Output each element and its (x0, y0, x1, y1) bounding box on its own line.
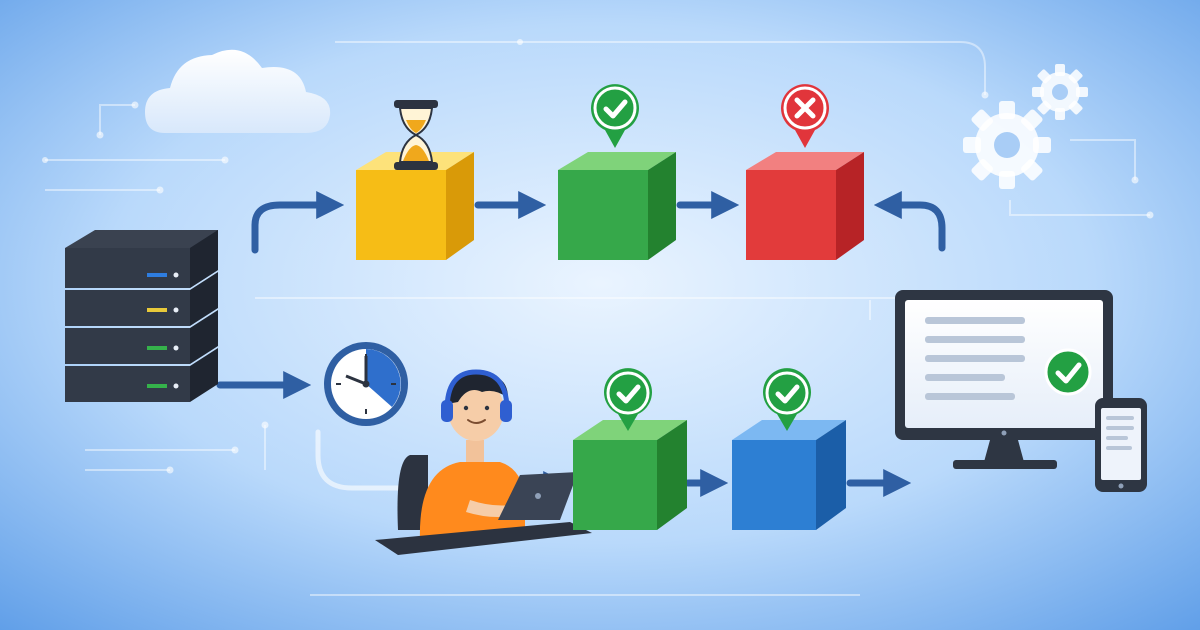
check-badge-icon (763, 368, 811, 431)
phone-icon (1095, 398, 1147, 492)
gear-icon (1032, 64, 1088, 120)
monitor-icon (895, 290, 1113, 469)
cube-pending (356, 152, 474, 260)
person-laptop-icon (375, 369, 592, 555)
hourglass-icon (394, 100, 438, 170)
check-badge-icon (591, 84, 639, 148)
arrow-clock-to-dev (315, 429, 405, 491)
cube-passed-top (558, 152, 676, 260)
clock-icon (324, 342, 408, 426)
circuit-lines (45, 41, 1150, 596)
cube-failed (746, 152, 864, 260)
cube-passed-blue (732, 420, 846, 530)
server-unit (65, 348, 218, 402)
x-badge-icon (781, 84, 829, 148)
arrow-monitor-to-failed (873, 191, 946, 252)
circuit-dots (42, 39, 1154, 474)
flow-arrows (216, 191, 946, 499)
server-unit (65, 272, 218, 326)
server-unit (65, 230, 218, 288)
cube-passed-bottom (573, 420, 687, 530)
check-badge-icon (604, 368, 652, 431)
gear-icon (963, 101, 1051, 189)
cloud-icon (145, 49, 331, 133)
check-badge-icon (1044, 348, 1092, 396)
server-unit (65, 310, 218, 364)
arrow-server-to-pending (251, 191, 345, 254)
server-icon (65, 230, 218, 402)
